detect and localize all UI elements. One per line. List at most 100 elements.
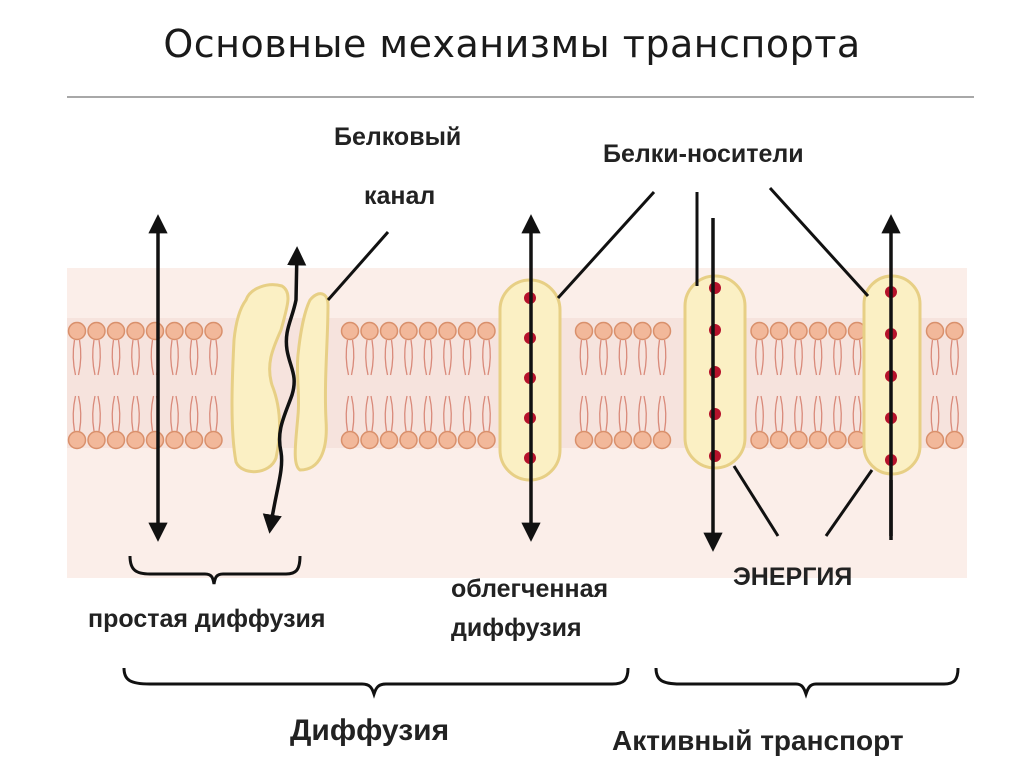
lipid-head bbox=[204, 321, 223, 341]
lipid-tail bbox=[482, 395, 486, 432]
lipid-tail bbox=[350, 395, 355, 432]
lipid-tail bbox=[72, 395, 77, 432]
lipid-tail bbox=[799, 339, 803, 376]
lipid-head bbox=[165, 430, 184, 450]
lipid-head bbox=[340, 321, 360, 341]
lipid-tail bbox=[443, 339, 447, 376]
simple-diffusion-brace bbox=[128, 555, 302, 585]
lipid-tail bbox=[209, 339, 213, 376]
carrier-pointer-line-1 bbox=[556, 190, 656, 300]
lipid-tail bbox=[487, 395, 491, 432]
lipid-tail bbox=[370, 339, 374, 376]
lipid-tail bbox=[365, 395, 369, 432]
lipid-head bbox=[574, 430, 594, 450]
lipid-tail bbox=[930, 339, 935, 376]
lipid-tail bbox=[755, 395, 759, 432]
lipid-tail bbox=[799, 395, 803, 432]
lipid-tail bbox=[638, 339, 642, 376]
lipid-tail bbox=[170, 395, 174, 432]
lipid-tail bbox=[384, 395, 389, 432]
lipid-tail bbox=[443, 395, 447, 432]
lipid-head bbox=[457, 430, 477, 450]
lipid-head bbox=[789, 430, 808, 450]
lipid-head bbox=[184, 321, 204, 341]
lipid-tail bbox=[662, 395, 667, 432]
lipid-tail bbox=[584, 395, 589, 432]
lipid-tail bbox=[136, 395, 140, 432]
carrier-protein-active-1 bbox=[683, 274, 747, 470]
lipid-tail bbox=[604, 339, 608, 376]
lipid-tail bbox=[604, 395, 608, 432]
lipid-tail bbox=[384, 339, 389, 376]
active-transport-label: Активный транспорт bbox=[612, 725, 904, 756]
lipid-head bbox=[477, 321, 496, 341]
lipid-head bbox=[652, 430, 672, 450]
lipid-tail bbox=[643, 339, 647, 376]
lipid-head bbox=[613, 321, 633, 341]
lipid-head bbox=[574, 321, 594, 341]
lipid-tail bbox=[467, 395, 472, 432]
binding-site-dot bbox=[709, 366, 721, 378]
lipid-tail bbox=[111, 395, 116, 432]
lipid-tail bbox=[760, 395, 764, 432]
binding-site-dot bbox=[709, 450, 721, 462]
lipid-tail bbox=[175, 395, 179, 432]
lipid-tail bbox=[97, 339, 101, 376]
lipid-head bbox=[399, 430, 418, 450]
lipid-tail bbox=[370, 395, 374, 432]
lipid-tail bbox=[209, 395, 213, 432]
lipid-tail bbox=[774, 395, 779, 432]
lipid-tail bbox=[448, 339, 452, 376]
lipid-tail bbox=[448, 395, 452, 432]
lipid-tail bbox=[111, 339, 116, 376]
lipid-head bbox=[438, 430, 457, 450]
lipid-head bbox=[633, 321, 652, 341]
lipid-head bbox=[633, 430, 652, 450]
lipid-tail bbox=[930, 395, 935, 432]
lipid-head bbox=[379, 321, 399, 341]
lipid-tail bbox=[955, 395, 959, 432]
lipid-head bbox=[360, 321, 379, 341]
lipid-tail bbox=[170, 339, 174, 376]
lipid-tail bbox=[935, 395, 940, 432]
energy-pointer-line-1 bbox=[732, 465, 780, 537]
lipid-tail bbox=[838, 395, 842, 432]
lipid-tail bbox=[950, 395, 954, 432]
lipid-head bbox=[945, 321, 964, 341]
protein-channel bbox=[230, 246, 330, 534]
facilitated-diffusion-label-line2: диффузия bbox=[451, 614, 582, 642]
lipid-tail bbox=[116, 339, 121, 376]
lipid-tail bbox=[638, 395, 642, 432]
lipid-tail bbox=[428, 339, 433, 376]
lipid-tail bbox=[779, 339, 784, 376]
channel-pointer-line bbox=[326, 231, 390, 301]
diffusion-label: Диффузия bbox=[290, 714, 449, 747]
lipid-tail bbox=[623, 395, 628, 432]
lipid-head bbox=[808, 321, 828, 341]
lipid-tail bbox=[97, 395, 101, 432]
lipid-head bbox=[204, 430, 223, 450]
lipid-tail bbox=[189, 339, 194, 376]
lipid-head bbox=[828, 430, 847, 450]
lipid-tail bbox=[657, 339, 662, 376]
energy-pointer-line-2 bbox=[824, 469, 874, 537]
channel-label-line1: Белковый bbox=[334, 123, 461, 151]
carrier-pointer-line-3 bbox=[768, 186, 870, 298]
lipid-head bbox=[925, 430, 945, 450]
carrier-proteins-label: Белки-носители bbox=[603, 140, 804, 168]
lipid-head bbox=[594, 321, 613, 341]
lipid-tail bbox=[950, 339, 954, 376]
lipid-head bbox=[750, 430, 769, 450]
lipid-tail bbox=[623, 339, 628, 376]
lipid-tail bbox=[779, 395, 784, 432]
lipid-head bbox=[613, 430, 633, 450]
lipid-tail bbox=[428, 395, 433, 432]
lipid-tail bbox=[579, 339, 584, 376]
lipid-tail bbox=[813, 395, 818, 432]
lipid-tail bbox=[618, 395, 623, 432]
lipid-head bbox=[67, 430, 87, 450]
lipid-head bbox=[165, 321, 184, 341]
lipid-tail bbox=[194, 395, 199, 432]
lipid-tail bbox=[365, 339, 369, 376]
